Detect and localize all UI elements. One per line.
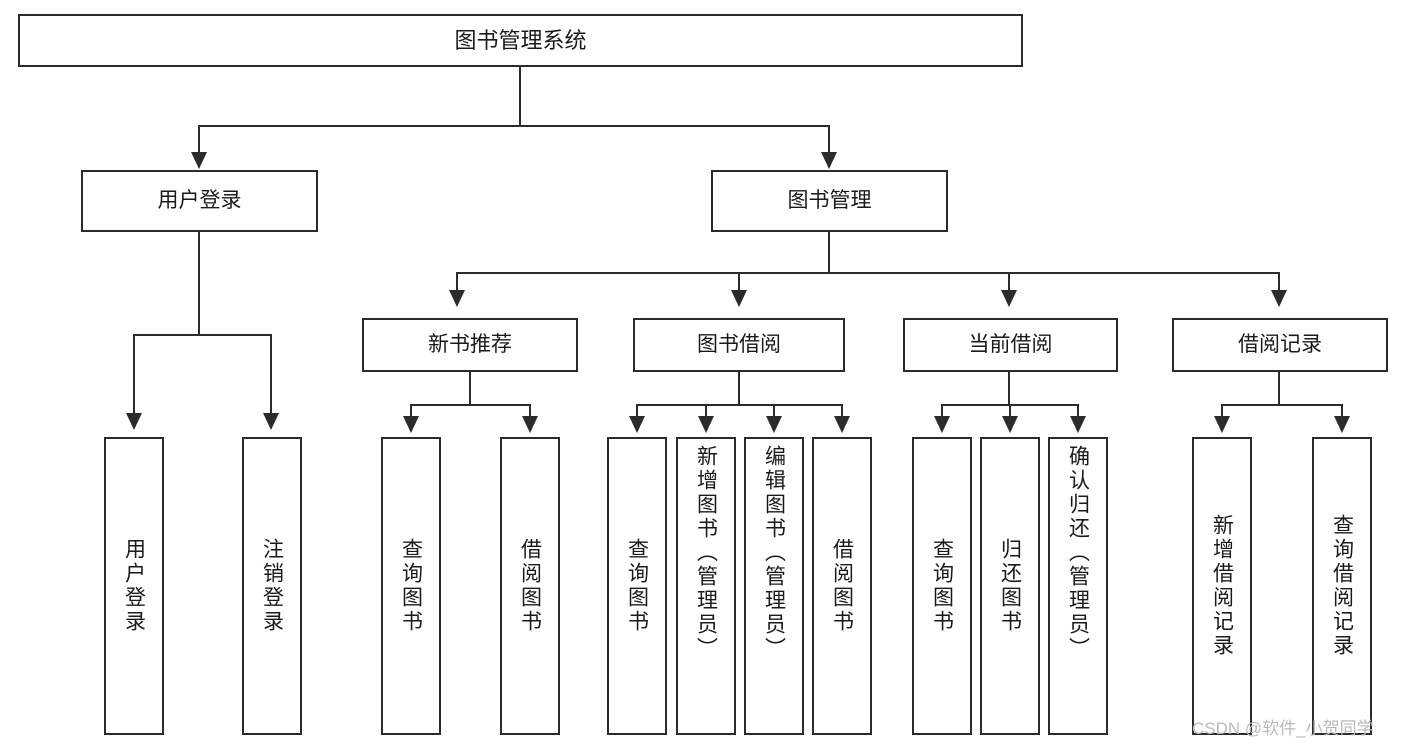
node-label: 图书管理 (787, 188, 872, 212)
node-label: 图书管理系统 (454, 27, 587, 53)
connector-book-management-bus (456, 272, 1280, 274)
connector-cb-to-leaf-2 (1009, 404, 1011, 418)
connector-book-management-stem (828, 232, 830, 273)
node-root-book-management-system[interactable]: 图书管理系统 (18, 14, 1023, 67)
connector-root-bus (198, 125, 830, 127)
connector-user-login-stem (198, 232, 200, 335)
arrowhead-bb-to-leaf-2 (698, 416, 714, 433)
connector-borrowing-records-stem (1278, 372, 1280, 405)
connector-bm-to-borrow (738, 272, 740, 292)
connector-user-login-to-leaf-1 (133, 334, 135, 416)
connector-current-borrowing-stem (1008, 372, 1010, 405)
arrowhead-user-login-to-leaf-2 (263, 413, 279, 430)
connector-bb-to-leaf-3 (773, 404, 775, 418)
leaf-book-borrowing-borrow-books[interactable]: 借阅图书 (812, 437, 872, 735)
node-label: 查询图书 (625, 538, 649, 634)
arrowhead-cb-to-leaf-1 (934, 416, 950, 433)
leaf-new-book-borrow-books[interactable]: 借阅图书 (500, 437, 560, 735)
connector-new-book-to-leaf-2 (529, 404, 531, 418)
arrowhead-br-to-leaf-2 (1334, 416, 1350, 433)
connector-root-stem (519, 66, 521, 126)
leaf-book-borrowing-add-book-admin[interactable]: 新增图书（管理员） (676, 437, 736, 735)
arrowhead-bb-to-leaf-4 (834, 416, 850, 433)
leaf-current-borrowing-query-books[interactable]: 查询图书 (912, 437, 972, 735)
connector-cb-to-leaf-1 (941, 404, 943, 418)
arrowhead-cb-to-leaf-2 (1002, 416, 1018, 433)
arrowhead-root-to-user-login (191, 152, 207, 169)
connector-new-book-to-leaf-1 (410, 404, 412, 418)
node-label: 归还图书 (998, 538, 1022, 634)
connector-new-book-bus (410, 404, 531, 406)
connector-new-book-stem (469, 372, 471, 405)
node-label: 新书推荐 (428, 332, 512, 356)
node-label: 借阅记录 (1238, 332, 1322, 356)
connector-root-to-book-management (828, 125, 830, 155)
node-book-management[interactable]: 图书管理 (711, 170, 948, 232)
connector-bb-to-leaf-4 (841, 404, 843, 418)
leaf-user-login-login[interactable]: 用户登录 (104, 437, 164, 735)
arrowhead-bm-to-new-book (449, 290, 465, 307)
node-label: 当前借阅 (968, 332, 1053, 356)
node-label: 查询借阅记录 (1330, 514, 1354, 658)
node-label: 确认归还（管理员） (1066, 445, 1090, 661)
connector-root-to-user-login (198, 125, 200, 155)
node-label: 查询图书 (930, 538, 954, 634)
node-label: 注销登录 (260, 538, 284, 634)
connector-bm-to-current-borrow (1008, 272, 1010, 292)
leaf-new-book-query-books[interactable]: 查询图书 (381, 437, 441, 735)
leaf-book-borrowing-edit-book-admin[interactable]: 编辑图书（管理员） (744, 437, 804, 735)
arrowhead-new-book-to-leaf-2 (522, 416, 538, 433)
leaf-current-borrowing-return-books[interactable]: 归还图书 (980, 437, 1040, 735)
connector-book-borrowing-bus (636, 404, 843, 406)
arrowhead-bb-to-leaf-1 (629, 416, 645, 433)
leaf-borrowing-records-add-record[interactable]: 新增借阅记录 (1192, 437, 1252, 735)
node-label: 新增借阅记录 (1210, 514, 1234, 658)
node-borrowing-records[interactable]: 借阅记录 (1172, 318, 1388, 372)
connector-bb-to-leaf-1 (636, 404, 638, 418)
node-label: 图书借阅 (697, 332, 781, 356)
arrowhead-br-to-leaf-1 (1214, 416, 1230, 433)
node-label: 用户登录 (122, 538, 146, 634)
node-label: 借阅图书 (830, 538, 854, 634)
connector-bm-to-new-book (456, 272, 458, 292)
node-current-borrowing[interactable]: 当前借阅 (903, 318, 1118, 372)
connector-user-login-bus (133, 334, 272, 336)
arrowhead-new-book-to-leaf-1 (403, 416, 419, 433)
node-label: 编辑图书（管理员） (762, 445, 786, 661)
arrowhead-bm-to-borrow (731, 290, 747, 307)
leaf-borrowing-records-query-record[interactable]: 查询借阅记录 (1312, 437, 1372, 735)
arrowhead-cb-to-leaf-3 (1070, 416, 1086, 433)
arrowhead-root-to-book-management (821, 152, 837, 169)
connector-br-to-leaf-2 (1341, 404, 1343, 418)
node-label: 用户登录 (157, 188, 242, 212)
leaf-user-login-logout[interactable]: 注销登录 (242, 437, 302, 735)
node-label: 借阅图书 (518, 538, 542, 634)
connector-book-borrowing-stem (738, 372, 740, 405)
arrowhead-user-login-to-leaf-1 (126, 413, 142, 430)
node-user-login[interactable]: 用户登录 (81, 170, 318, 232)
connector-cb-to-leaf-3 (1077, 404, 1079, 418)
node-label: 查询图书 (399, 538, 423, 634)
connector-borrowing-records-bus (1221, 404, 1343, 406)
csdn-watermark: CSDN @软件_小贺同学 (1192, 719, 1374, 738)
arrowhead-bm-to-borrow-records (1271, 290, 1287, 307)
node-book-borrowing[interactable]: 图书借阅 (633, 318, 845, 372)
connector-br-to-leaf-1 (1221, 404, 1223, 418)
leaf-current-borrowing-confirm-return-admin[interactable]: 确认归还（管理员） (1048, 437, 1108, 735)
connector-bb-to-leaf-2 (705, 404, 707, 418)
node-new-book-recommendation[interactable]: 新书推荐 (362, 318, 578, 372)
arrowhead-bb-to-leaf-3 (766, 416, 782, 433)
connector-bm-to-borrow-records (1278, 272, 1280, 292)
connector-user-login-to-leaf-2 (270, 334, 272, 416)
node-label: 新增图书（管理员） (694, 445, 718, 661)
arrowhead-bm-to-current-borrow (1001, 290, 1017, 307)
leaf-book-borrowing-query-books[interactable]: 查询图书 (607, 437, 667, 735)
